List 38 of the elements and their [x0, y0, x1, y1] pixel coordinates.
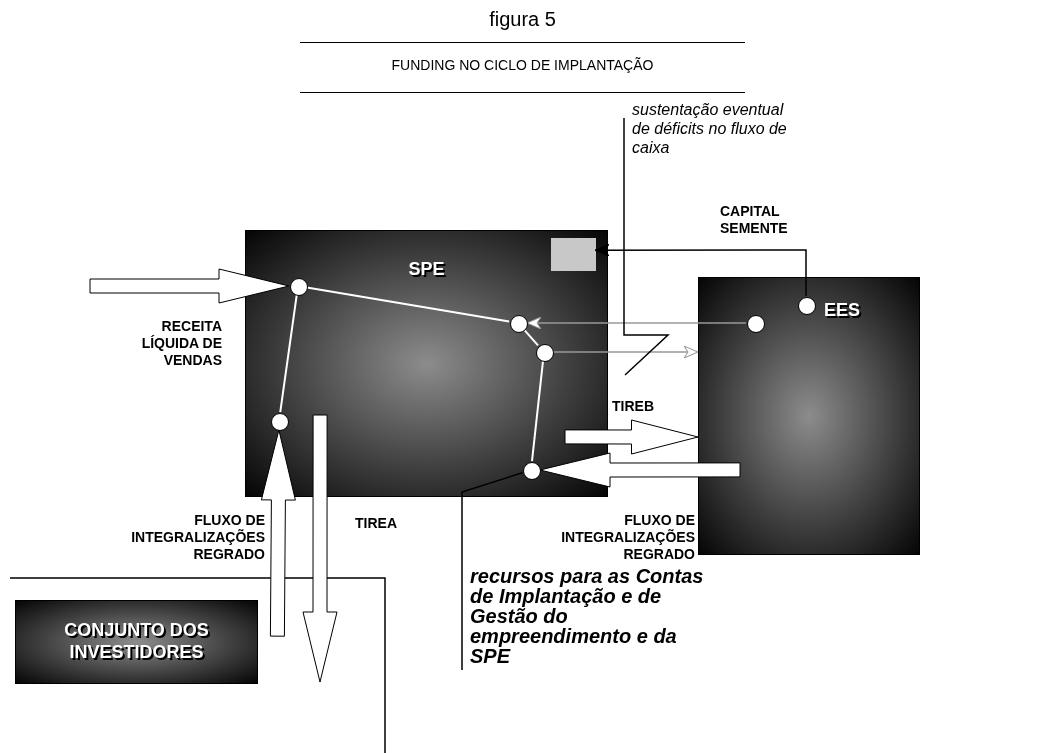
junction-circle — [290, 278, 308, 296]
block-arrow — [564, 419, 699, 455]
block-arrow — [302, 414, 338, 683]
leader-line — [461, 472, 524, 671]
junction-circle — [536, 344, 554, 362]
figure-title: figura 5 — [488, 8, 557, 31]
connector-line — [279, 293, 298, 414]
edge-label: FLUXO DE INTEGRALIZAÇÕES REGRADO — [560, 512, 695, 563]
process-box — [698, 277, 920, 555]
box-label: SPE — [407, 259, 446, 280]
junction-circle — [271, 413, 289, 431]
note-text: recursos para as Contas de Implantação e de Gestão do empreendimento e da SPE — [462, 566, 712, 670]
edge-label: TIREA — [355, 515, 398, 532]
connector-line — [305, 286, 511, 323]
note-text: sustentação eventual de déficits no fluxo de caixa — [624, 100, 792, 180]
arrow — [552, 345, 699, 359]
process-box — [245, 230, 608, 497]
block-arrow — [539, 452, 741, 488]
block-arrow — [89, 268, 290, 304]
edge-label: RECEITA LÍQUIDA DE VENDAS — [140, 318, 222, 369]
box-label: CONJUNTO DOS INVESTIDORES — [63, 619, 210, 663]
block-arrow — [260, 429, 296, 637]
box-label: EES — [823, 300, 861, 321]
junction-circle — [510, 315, 528, 333]
connector-line — [531, 359, 544, 463]
leader-line — [623, 117, 670, 376]
junction-circle — [747, 315, 765, 333]
junction-circle — [798, 297, 816, 315]
subtitle-text: FUNDING NO CICLO DE IMPLANTAÇÃO — [390, 57, 655, 73]
process-box — [15, 600, 258, 684]
arrow — [594, 243, 807, 297]
edge-label: TIREB — [612, 398, 655, 415]
arrow — [526, 316, 747, 330]
edge-label: FLUXO DE INTEGRALIZAÇÕES REGRADO — [130, 512, 265, 563]
junction-circle — [523, 462, 541, 480]
small-square — [551, 238, 596, 271]
edge-label: CAPITAL SEMENTE — [720, 203, 789, 237]
connector-line — [523, 328, 539, 347]
